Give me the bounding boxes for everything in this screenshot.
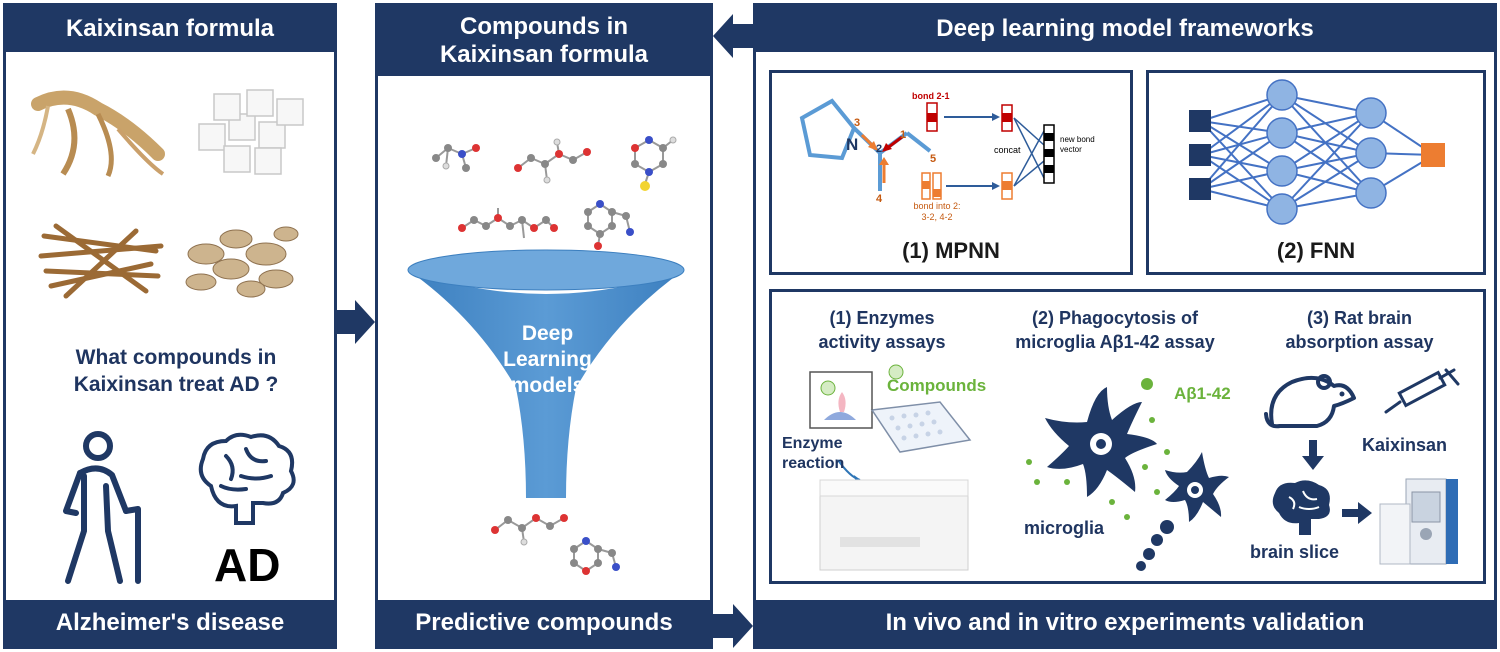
funnel-label: Deep Learning models <box>503 322 592 397</box>
mpnn-diagram <box>799 98 1055 200</box>
output-molecule-left <box>491 514 568 546</box>
enzymes-assay-title: (1) Enzymes activity assays <box>818 308 946 352</box>
acorus-slices-image <box>185 226 299 298</box>
middle-panel-title: Compounds in Kaixinsan formula <box>378 6 710 76</box>
microglia-label: microglia <box>1024 518 1105 538</box>
left-panel-title: Kaixinsan formula <box>6 6 334 52</box>
question-text: What compounds in Kaixinsan treat AD ? <box>73 346 279 396</box>
molecule-top-right <box>631 136 677 191</box>
deep-learning-funnel <box>407 249 685 498</box>
brain-slice-icon <box>1272 480 1330 535</box>
middle-panel-footer: Predictive compounds <box>378 600 710 646</box>
elderly-person-icon <box>63 431 141 584</box>
molecule-mid-left <box>458 208 558 239</box>
rat-brain-assay-title: (3) Rat brain absorption assay <box>1285 308 1434 352</box>
right-panel-footer: In vivo and in vitro experiments validat… <box>756 600 1494 646</box>
left-panel-footer: Alzheimer's disease <box>6 600 334 646</box>
mpnn-new-bond-vector: new bond vector <box>1060 135 1095 154</box>
molecule-top-center <box>514 138 591 184</box>
arrow-middle-to-right <box>713 604 753 648</box>
mpnn-node-4: 4 <box>876 193 883 205</box>
fnn-diagram <box>1189 79 1445 225</box>
fnn-label: (2) FNN <box>1276 238 1356 263</box>
down-arrow <box>1302 440 1324 470</box>
arrow-right-to-middle <box>713 14 753 58</box>
output-molecule-right <box>570 537 620 575</box>
mpnn-label: (1) MPNN <box>902 238 1000 263</box>
right-panel: Deep learning model frameworks <box>753 3 1497 649</box>
mpnn-bond-into-2: bond into 2: <box>913 201 961 211</box>
poria-cubes-image <box>198 89 304 175</box>
fnn-box: (2) FNN <box>1146 70 1486 275</box>
left-panel: Kaixinsan formula What compounds in K <box>3 3 337 649</box>
ginseng-image <box>31 90 165 178</box>
abeta-label: Aβ1-42 <box>1174 384 1231 403</box>
molecule-mid-right <box>584 200 634 250</box>
mpnn-node-3: 3 <box>854 117 861 129</box>
right-arrow <box>1342 502 1372 524</box>
brain-icon <box>198 432 296 525</box>
mpnn-bond-2-1: bond 2-1 <box>912 91 950 101</box>
rat-icon <box>1264 374 1356 429</box>
molecule-top-left <box>432 144 480 172</box>
mpnn-bond-into-2-sub: 3-2, 4-2 <box>921 212 953 222</box>
ad-label: AD <box>214 539 281 591</box>
assays-box: (1) Enzymes activity assays Compounds En… <box>769 289 1486 584</box>
polygala-root-image <box>38 223 164 299</box>
right-panel-title: Deep learning model frameworks <box>756 6 1494 52</box>
kaixinsan-label: Kaixinsan <box>1362 435 1448 455</box>
microglia-illustration <box>1026 378 1229 571</box>
mpnn-box: N 3 2 1 5 4 bond 2-1 concat new bond vec… <box>769 70 1133 275</box>
arrow-left-to-middle <box>337 300 375 344</box>
mass-spectrometer-image <box>1379 478 1458 565</box>
brain-slice-label: brain slice <box>1250 542 1340 562</box>
mpnn-node-5: 5 <box>930 153 937 165</box>
compounds-label: Compounds <box>887 376 987 395</box>
mpnn-atom-n: N <box>846 135 859 154</box>
phagocytosis-assay-title: (2) Phagocytosis of microglia Aβ1-42 ass… <box>1015 308 1215 352</box>
enzyme-reaction-label: Enzyme reaction <box>782 435 845 472</box>
mpnn-concat: concat <box>994 145 1021 155</box>
mpnn-node-2: 2 <box>876 143 883 155</box>
mpnn-node-1: 1 <box>900 129 907 141</box>
syringe-icon <box>1384 368 1460 414</box>
enzyme-assay-illustration <box>809 364 972 571</box>
middle-panel: Compounds in Kaixinsan formula Deep Lear… <box>375 3 713 649</box>
